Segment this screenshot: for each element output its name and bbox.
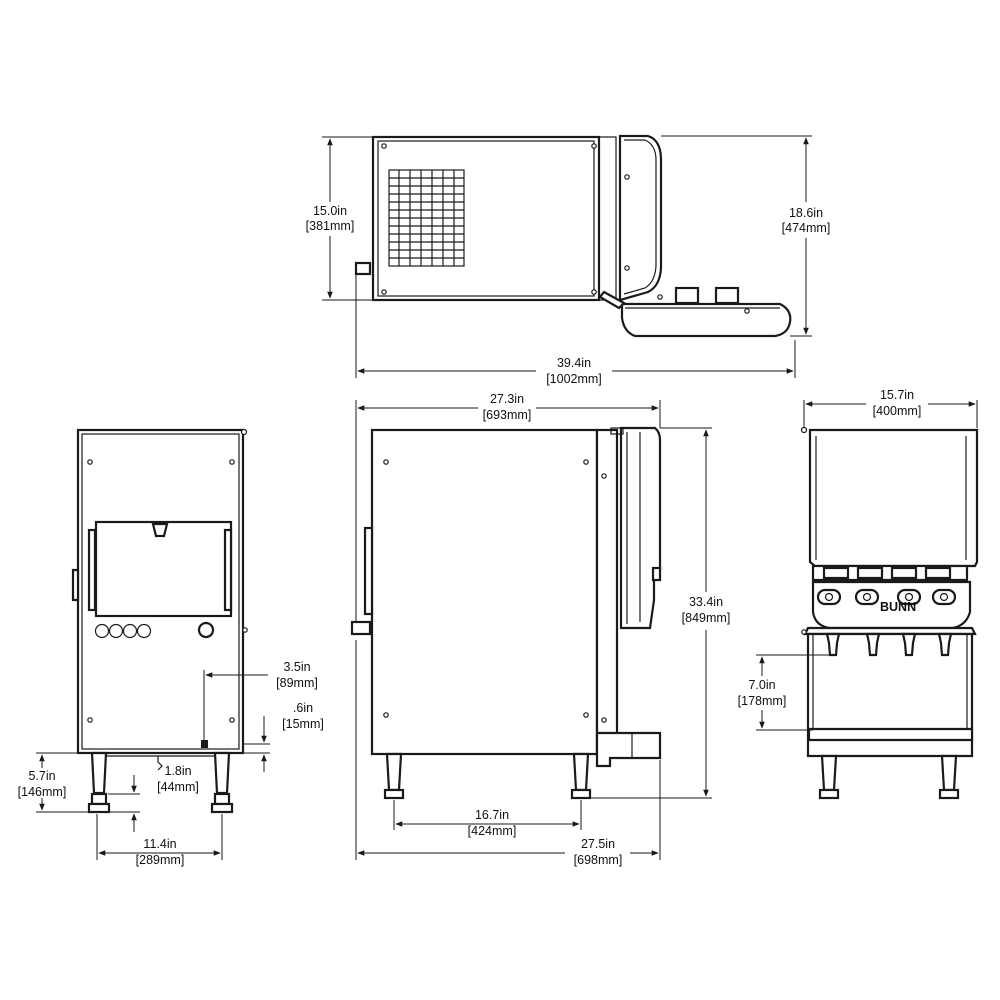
top-view-handle — [598, 290, 626, 310]
dim-top-open-mm: [474mm] — [782, 221, 831, 235]
back-view-port — [201, 740, 208, 748]
top-view-valve-1 — [674, 286, 700, 305]
front-view-valve-buttons — [816, 588, 957, 606]
dimension-lines — [36, 135, 978, 860]
dim-side-depth-in: 27.3in — [490, 392, 524, 406]
top-view-drip-tray — [620, 302, 792, 338]
dim-top-depth-mm: [381mm] — [306, 219, 355, 233]
dim-side-leg-span-in: 16.7in — [475, 808, 509, 822]
dimension-labels: 15.0in [381mm] 18.6in [474mm] 39.4in [10… — [18, 204, 922, 867]
dim-back-leg-adjust-in: 1.8in — [164, 764, 191, 778]
front-view-drip-tray — [807, 727, 974, 742]
back-view-legs — [87, 751, 234, 814]
dim-top-depth-in: 15.0in — [313, 204, 347, 218]
front-view: BUNN — [800, 426, 979, 800]
dim-back-port-offset-mm: [89mm] — [276, 676, 318, 690]
side-view-body — [370, 428, 599, 756]
back-view-water-connection — [197, 621, 215, 639]
dim-side-total-in: 27.5in — [581, 837, 615, 851]
dim-front-clearance-in: 7.0in — [748, 678, 775, 692]
dim-side-height-in: 33.4in — [689, 595, 723, 609]
dim-side-depth-mm: [693mm] — [483, 408, 532, 422]
dim-side-leg-span-mm: [424mm] — [468, 824, 517, 838]
dim-front-width-mm: [400mm] — [873, 404, 922, 418]
top-view-back-panel — [598, 136, 617, 301]
front-view-logo: BUNN — [880, 600, 916, 614]
back-view-button-row — [94, 623, 152, 639]
top-view-valve-2 — [714, 286, 740, 305]
dim-top-open-in: 18.6in — [789, 206, 823, 220]
dim-top-width-mm: [1002mm] — [546, 372, 602, 386]
dim-front-width-in: 15.7in — [880, 388, 914, 402]
front-view-cabinet — [806, 632, 974, 758]
dim-side-total-mm: [698mm] — [574, 853, 623, 867]
vent-grille-slots — [389, 170, 464, 266]
front-view-legs — [818, 754, 960, 800]
side-view-legs — [383, 752, 592, 800]
side-view-handle — [363, 526, 374, 616]
top-view — [354, 134, 792, 338]
front-view-nozzles — [825, 632, 953, 657]
dim-side-height-mm: [849mm] — [682, 611, 731, 625]
side-view-water-inlet — [350, 620, 372, 636]
dim-back-leg-span-mm: [289mm] — [136, 853, 185, 867]
top-view-lid — [618, 134, 663, 302]
dim-back-leg-height-in: 5.7in — [28, 769, 55, 783]
dim-back-leg-span-in: 11.4in — [143, 837, 176, 851]
dim-back-port-height-in: .6in — [293, 701, 313, 715]
dim-back-leg-height-mm: [146mm] — [18, 785, 67, 799]
dim-back-leg-adjust-mm: [44mm] — [157, 780, 199, 794]
top-view-water-inlet — [354, 261, 372, 276]
side-view — [350, 426, 662, 800]
side-view-drip-tray — [595, 731, 662, 768]
dim-front-clearance-mm: [178mm] — [738, 694, 787, 708]
dim-back-port-height-mm: [15mm] — [282, 717, 324, 731]
back-view-handle — [71, 568, 80, 602]
back-view — [71, 428, 248, 814]
side-view-front-panel — [595, 428, 619, 756]
front-view-hopper — [808, 428, 979, 568]
dim-top-width-in: 39.4in — [557, 356, 591, 370]
dim-back-port-offset-in: 3.5in — [283, 660, 310, 674]
